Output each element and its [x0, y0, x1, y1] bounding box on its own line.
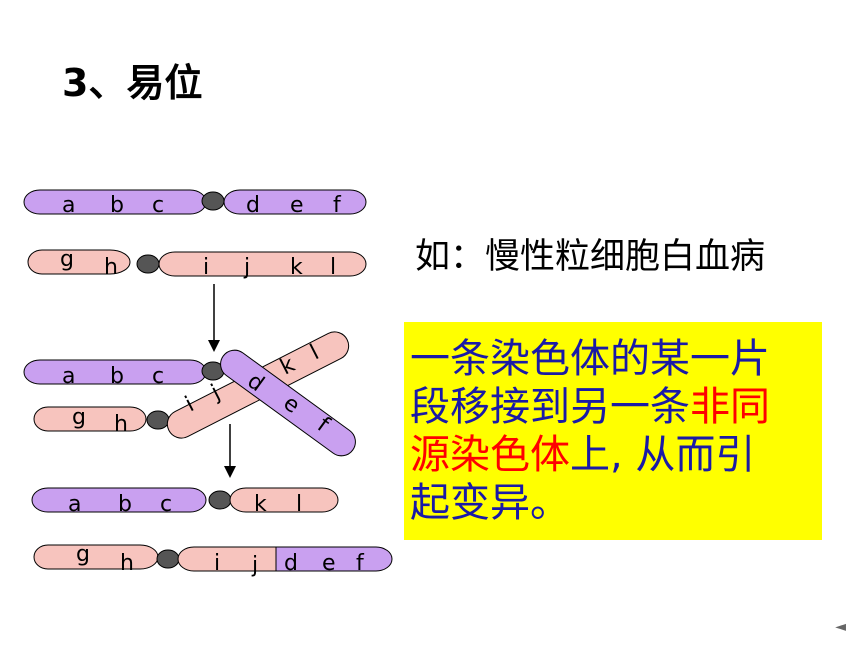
gene-e: e — [290, 193, 304, 218]
gene-c: c — [152, 364, 164, 389]
res-upper-left-arm — [31, 487, 207, 513]
gene-h: h — [114, 412, 128, 437]
mid-upper-arm — [23, 359, 207, 385]
gene-l: l — [330, 255, 336, 280]
definition-line-3: 源染色体上, 从而引 — [410, 432, 755, 478]
gene-l: l — [296, 492, 302, 517]
gene-i: i — [214, 551, 220, 576]
centromere — [146, 410, 170, 430]
gene-a: a — [62, 193, 75, 218]
gene-i: i — [203, 255, 209, 280]
gene-g: g — [60, 247, 74, 272]
gene-a: a — [62, 364, 75, 389]
chr1-left-arm — [23, 189, 207, 215]
centromere — [208, 490, 232, 510]
definition-text: 上, 从而引 — [570, 432, 756, 478]
definition-line-2: 段移接到另一条非同 — [410, 384, 770, 430]
res-lower-left-arm — [33, 544, 159, 570]
gene-b: b — [110, 193, 124, 218]
chr1-right-arm — [223, 189, 367, 215]
down-arrow-head — [224, 466, 236, 478]
centromere — [136, 254, 160, 274]
gene-g: g — [72, 405, 86, 430]
chr2-left-arm — [27, 249, 131, 275]
gene-e: e — [322, 551, 336, 576]
gene-f: f — [356, 551, 365, 576]
gene-k: k — [290, 255, 303, 280]
gene-c: c — [152, 193, 164, 218]
gene-j: j — [251, 553, 258, 578]
gene-b: b — [110, 364, 124, 389]
slide-title: 3、易位 — [62, 61, 203, 105]
definition-line-4: 起变异。 — [410, 480, 570, 526]
gene-d: d — [246, 193, 260, 218]
res-lower-right-pink — [177, 546, 277, 572]
gene-h: h — [120, 551, 134, 576]
definition-highlight: 非同 — [690, 384, 770, 430]
gene-c: c — [160, 492, 172, 517]
gene-j: j — [243, 255, 250, 280]
chr2-right-arm — [158, 251, 367, 277]
mid-cross-purple — [220, 349, 356, 457]
definition-line-1: 一条染色体的某一片 — [410, 336, 770, 382]
gene-g: g — [76, 542, 90, 567]
gene-k: k — [254, 492, 267, 517]
down-arrow-head — [208, 340, 220, 352]
centromere — [201, 191, 225, 211]
definition-highlight: 源染色体 — [410, 432, 570, 478]
example-disease: 如：慢性粒细胞白血病 — [415, 237, 766, 277]
mid-lower-arm — [33, 406, 147, 432]
gene-a: a — [68, 492, 81, 517]
gene-f: f — [333, 193, 342, 218]
gene-d: d — [284, 551, 298, 576]
res-upper-right-arm — [229, 487, 339, 513]
definition-box: 一条染色体的某一片 段移接到另一条非同 源染色体上, 从而引 起变异。 — [404, 322, 822, 540]
prev-slide-icon[interactable]: ◄ — [835, 619, 846, 635]
definition-text: 段移接到另一条 — [410, 384, 690, 430]
gene-h: h — [104, 255, 118, 280]
centromere — [156, 549, 180, 569]
gene-b: b — [118, 492, 132, 517]
res-lower-right-purple — [275, 546, 393, 572]
